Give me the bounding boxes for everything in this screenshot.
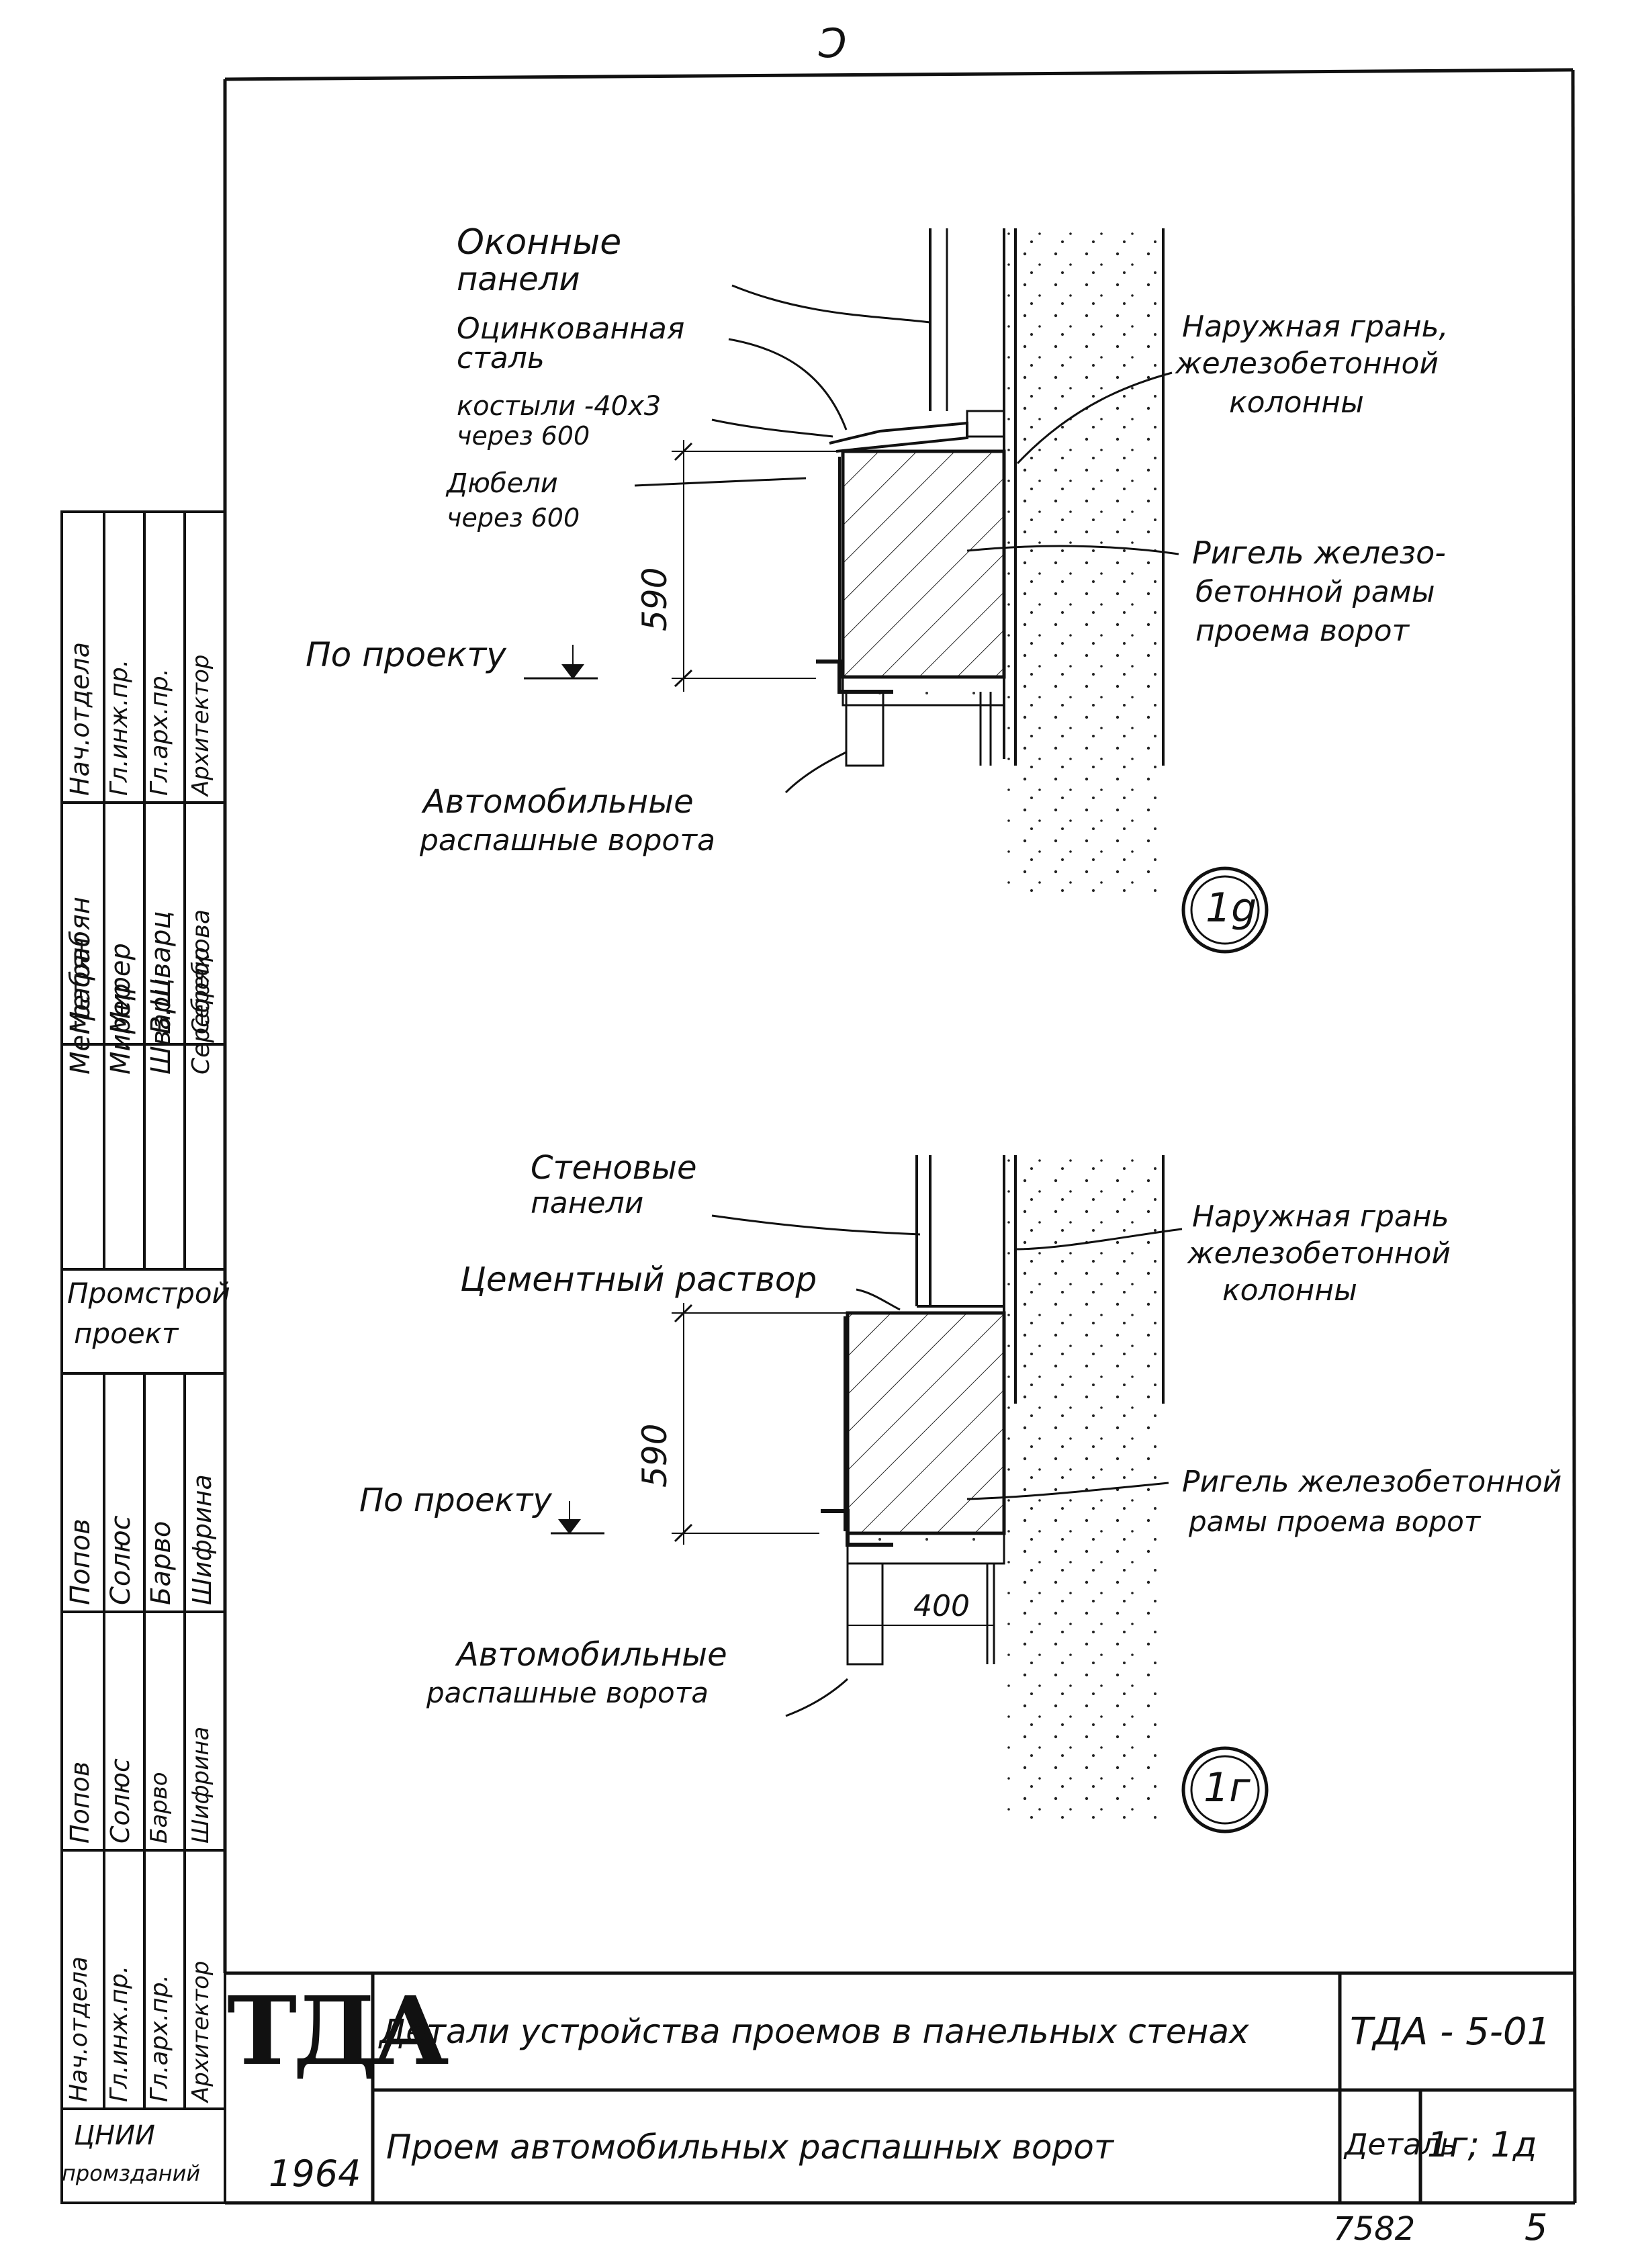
label-ocink-stal-line1: Оцинкованная xyxy=(457,312,685,346)
sig-bottom-signature-3: Барво xyxy=(146,1772,173,1844)
detail-label: Деталь xyxy=(1345,2128,1458,2162)
label-po-proektu-1d: По проекту xyxy=(306,635,506,674)
label-vorota-1g-line1: Автомобильные xyxy=(457,1636,727,1674)
sig-top-role-4: Архитектор xyxy=(187,654,214,796)
dimension-590-1g: 590 xyxy=(635,1423,674,1488)
sig-top-name-1: Меграбян xyxy=(65,937,96,1075)
label-rigel-1d-line3: проема ворот xyxy=(1195,614,1410,648)
label-stenovye-paneli-line1: Стеновые xyxy=(531,1149,697,1187)
label-dyubeli-line1: Дюбели xyxy=(447,468,558,499)
sig-bottom-name-2: Солюс xyxy=(105,1515,136,1605)
label-kostyli-line1: костыли -40х3 xyxy=(457,391,662,422)
label-dyubeli-line2: через 600 xyxy=(447,503,580,533)
label-kostyli-line2: через 600 xyxy=(457,421,590,451)
sheet-number: 5 xyxy=(1525,2206,1548,2249)
year: 1964 xyxy=(269,2152,361,2195)
label-vorota-1d-line1: Автомобильные xyxy=(423,783,694,821)
sig-top-role-1: Нач.отдела xyxy=(65,641,95,796)
sig-top-org-line2: проект xyxy=(74,1317,179,1350)
label-okonnye-paneli-line1: Оконные xyxy=(457,222,622,263)
title-sub: Проем автомобильных распашных ворот xyxy=(386,2128,1114,2167)
drawing-code: ТДА - 5-01 xyxy=(1350,2010,1551,2054)
label-po-proektu-1g: По проекту xyxy=(359,1482,552,1519)
sig-bottom-signature-4: Шифрина xyxy=(187,1726,214,1844)
sig-bottom-org-line1: ЦНИИ xyxy=(74,2120,155,2151)
sig-bottom-name-1: Попов xyxy=(65,1518,96,1605)
detail-numbers: 1г; 1д xyxy=(1427,2125,1537,2165)
label-naruzhnaya-gran-1d-line2: железобетонной xyxy=(1175,347,1439,381)
label-okonnye-paneli-line2: панели xyxy=(457,261,580,298)
label-rigel-1d-line2: бетонной рамы xyxy=(1195,575,1435,609)
marker-1d: 1g xyxy=(1206,884,1257,932)
archive-number: 7582 xyxy=(1333,2210,1416,2248)
label-naruzhnaya-gran-1g-line3: колонны xyxy=(1222,1273,1357,1308)
label-vorota-1d-line2: распашные ворота xyxy=(420,823,715,858)
sig-bottom-role-4: Архитектор xyxy=(187,1960,214,2102)
label-vorota-1g-line2: распашные ворота xyxy=(426,1676,709,1709)
label-stenovye-paneli-line2: панели xyxy=(531,1186,644,1220)
label-naruzhnaya-gran-1g-line1: Наружная грань xyxy=(1192,1199,1449,1234)
sig-bottom-role-3: Гл.арх.пр. xyxy=(146,1974,173,2102)
sig-bottom-signature-1: Попов xyxy=(65,1761,95,1844)
label-naruzhnaya-gran-1g-line2: железобетонной xyxy=(1187,1236,1451,1271)
label-ocink-stal-line2: сталь xyxy=(457,341,545,375)
sig-bottom-name-4: Шифрина xyxy=(187,1474,217,1605)
label-rigel-1g-line2: рамы проема ворот xyxy=(1189,1505,1481,1538)
marker-1g: 1г xyxy=(1204,1764,1251,1811)
title-block-frame xyxy=(225,1971,1575,2205)
drawing-frame xyxy=(223,68,1577,2204)
sig-bottom-org-line2: промзданий xyxy=(62,2161,201,2186)
detail-1d-drawing xyxy=(524,228,1269,954)
dimension-400-1g: 400 xyxy=(913,1589,970,1623)
dimension-590-1d: 590 xyxy=(635,567,674,631)
sig-top-org-line1: Промстрой xyxy=(67,1277,230,1310)
label-rigel-1g-line1: Ригель железобетонной xyxy=(1182,1465,1562,1499)
sig-bottom-role-2: Гл.инж.пр. xyxy=(105,1965,133,2102)
label-rigel-1d-line1: Ригель железо- xyxy=(1192,535,1446,571)
sig-top-role-2: Гл.инж.пр. xyxy=(105,659,133,796)
sig-bottom-signature-2: Солюс xyxy=(105,1758,135,1844)
label-naruzhnaya-gran-1d-line3: колонны xyxy=(1229,385,1364,420)
detail-1g-drawing xyxy=(551,1155,1269,1833)
label-cementnyi-rastvor: Цементный раствор xyxy=(460,1260,817,1299)
series-logo: ТДА xyxy=(227,1977,449,2087)
top-page-mark: Ͻ xyxy=(816,20,845,67)
sig-top-role-3: Гл.арх.пр. xyxy=(146,668,173,796)
sig-top-name-3: Шварц xyxy=(146,978,177,1075)
sig-top-name-2: Мирер xyxy=(105,983,136,1075)
title-main: Детали устройства проемов в панельных ст… xyxy=(379,2012,1249,2051)
sig-top-name-4: Серебрякова xyxy=(187,909,215,1075)
sig-bottom-name-3: Барво xyxy=(146,1521,177,1605)
signature-strip-frame xyxy=(60,510,226,2204)
sig-bottom-role-1: Нач.отдела xyxy=(65,1956,93,2102)
label-naruzhnaya-gran-1d-line1: Наружная грань, xyxy=(1182,310,1449,344)
